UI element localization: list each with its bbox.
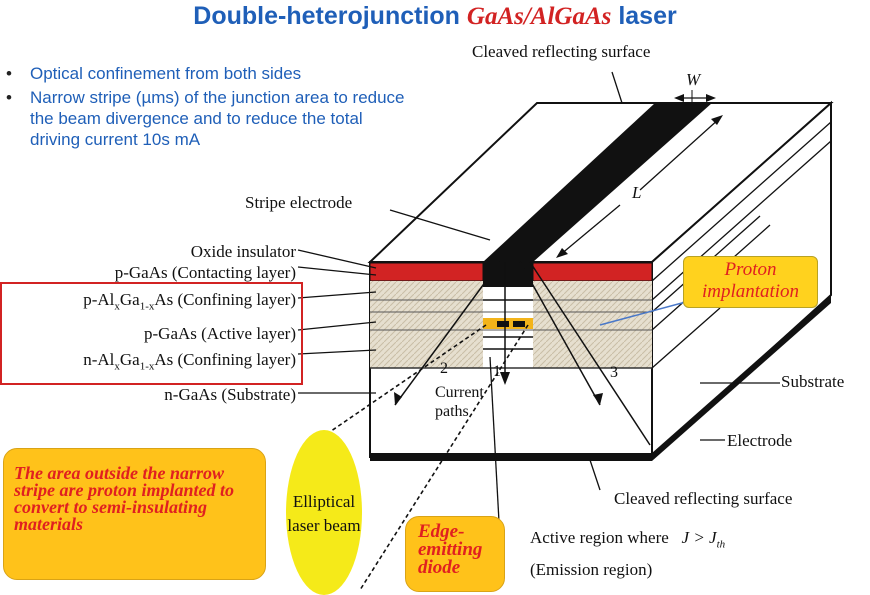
cleaved-top-label: Cleaved reflecting surface	[472, 42, 651, 61]
cleaved-bottom-label: Cleaved reflecting surface	[614, 489, 793, 508]
confining-p-label: p-AlxGa1-xAs (Confining layer)	[83, 290, 296, 313]
path-3-label: 3	[610, 364, 618, 381]
edge-emitting-callout: Edge-emitting diode	[405, 516, 505, 592]
contact-layer-right	[532, 262, 653, 282]
electrode-label: Electrode	[727, 431, 793, 450]
stripe-electrode-label: Stripe electrode	[245, 193, 353, 212]
proton-note-callout: The area outside the narrow stripe are p…	[3, 448, 266, 580]
substrate-right-label: Substrate	[781, 372, 845, 391]
current-paths-label: Current paths	[435, 384, 484, 420]
bullet-text: Optical confinement from both sides	[30, 64, 302, 83]
title-material: GaAs/AlGaAs	[466, 3, 612, 30]
bottom-electrode	[370, 453, 652, 461]
title-suffix: laser	[611, 2, 677, 30]
page-title: Double-heterojunction GaAs/AlGaAs laser	[0, 2, 870, 31]
proton-implantation-callout: Proton implantation	[683, 256, 818, 308]
bullet-icon: •	[6, 88, 12, 107]
width-label: W	[686, 70, 701, 89]
emission-label: (Emission region)	[530, 560, 653, 579]
stripe-electrode-top	[483, 103, 712, 262]
path-2-label: 2	[440, 360, 448, 377]
path-1-label: 1	[493, 363, 501, 380]
confining-n-label: n-AlxGa1-xAs (Confining layer)	[83, 350, 296, 373]
elliptical-beam	[286, 430, 362, 595]
title-prefix: Double-heterojunction	[193, 2, 467, 30]
implanted-zone-left	[370, 281, 483, 368]
bullet-item: • Narrow stripe (µms) of the junction are…	[6, 87, 406, 150]
oxide-label: Oxide insulator	[190, 242, 296, 261]
bullet-item: • Optical confinement from both sides	[6, 63, 406, 84]
substrate-left-label: n-GaAs (Substrate)	[164, 385, 296, 404]
left-leader-lines	[297, 209, 491, 394]
active-layer-label: p-GaAs (Active layer)	[144, 324, 296, 343]
elliptical-beam-label: Elliptical laser beam	[287, 492, 361, 535]
contact-layer-label: p-GaAs (Contacting layer)	[114, 263, 296, 282]
active-region-label: Active region where J > Jth	[530, 528, 726, 551]
layer-label-box	[0, 282, 303, 385]
bullet-text: Narrow stripe (µms) of the junction area…	[30, 88, 405, 149]
beam-dotted-lines	[317, 324, 529, 591]
bullet-icon: •	[6, 64, 12, 83]
length-label: L	[632, 183, 642, 202]
bullet-list: • Optical confinement from both sides • Na…	[6, 63, 406, 153]
current-path-arrows	[394, 261, 651, 446]
contact-layer-left	[369, 262, 484, 282]
